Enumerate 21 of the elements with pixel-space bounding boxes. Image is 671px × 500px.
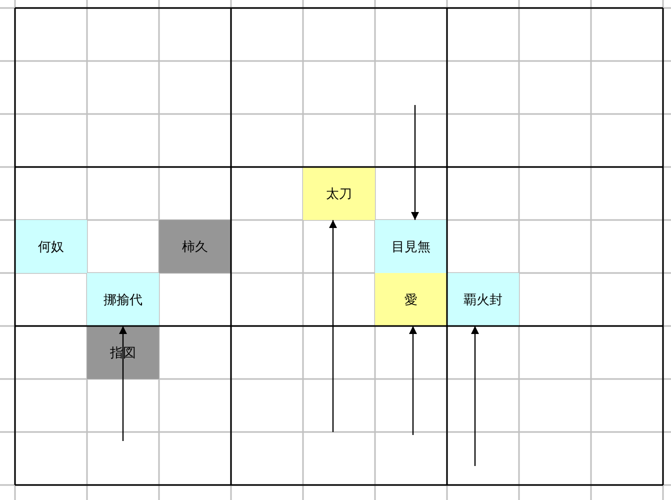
arrow [119,326,127,441]
arrow [471,326,479,466]
cell-box [15,220,87,273]
cell-label: 愛 [404,292,418,308]
cell-box [87,326,159,379]
arrow [329,220,337,432]
cell-label: 太刀 [326,186,352,202]
cell-label: 指図 [110,344,136,362]
arrow [409,326,417,435]
cell-box [159,220,231,273]
cell-box [303,167,375,220]
cell-label: 何奴 [38,238,64,256]
arrow [411,105,419,220]
cell-box [375,273,447,326]
cell-label: 目見無 [392,238,430,256]
cell-box [375,220,447,273]
cell-label: 柿久 [182,238,208,256]
cell-label: 覇火封 [464,292,502,308]
cell-label: 挪揄代 [104,292,142,308]
cell-box [447,273,519,326]
cell-box [87,273,159,326]
